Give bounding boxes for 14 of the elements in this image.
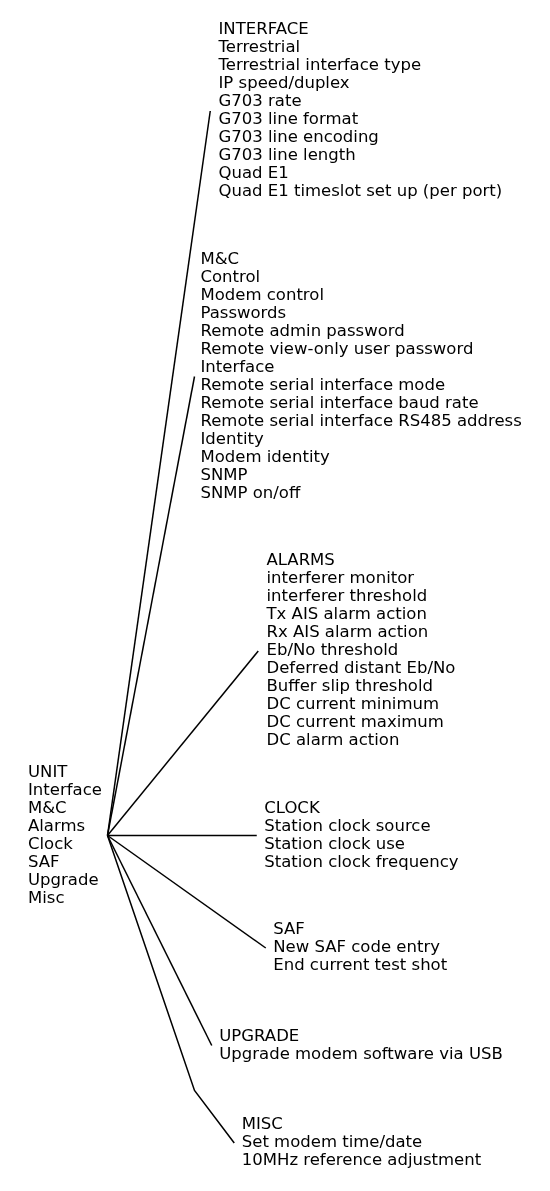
connector: [106, 834, 235, 1144]
node-text: CLOCK Station clock source Station clock use Station clock frequency: [263, 797, 459, 871]
connector: [106, 650, 259, 837]
node-text: UPGRADE Upgrade modem software via USB: [218, 1025, 503, 1063]
connector: [106, 110, 211, 837]
node-text: ALARMS interferer monitor interferer threshold Tx AIS alarm action Rx AIS alarm action Eb/No threshold Deferred distant Eb/No Buffer slip threshold DC current minimum DC current maximum DC alarm action: [266, 550, 455, 750]
node-text: MISC Set modem time/date 10MHz reference adjustment: [241, 1114, 481, 1170]
connector: [106, 375, 195, 837]
connector: [106, 834, 257, 837]
node-text: INTERFACE Terrestrial Terrestrial interface type IP speed/duplex G703 rate G703 line format G703 line encoding G703 line length Quad E1 Quad E1 timeslot set up (per port): [218, 19, 502, 201]
node-text: SAF New SAF code entry End current test shot: [272, 919, 447, 975]
node-text: UNIT Interface M&C Alarms Clock SAF Upgrade Misc: [27, 761, 102, 907]
node-text: M&C Control Modem control Passwords Remote admin password Remote view-only user password Interface Remote serial interface mode Remote serial interface baud rate Remote serial interface RS485 address Identity Modem identity SNMP SNMP on/off: [200, 248, 522, 502]
connector: [106, 834, 266, 949]
